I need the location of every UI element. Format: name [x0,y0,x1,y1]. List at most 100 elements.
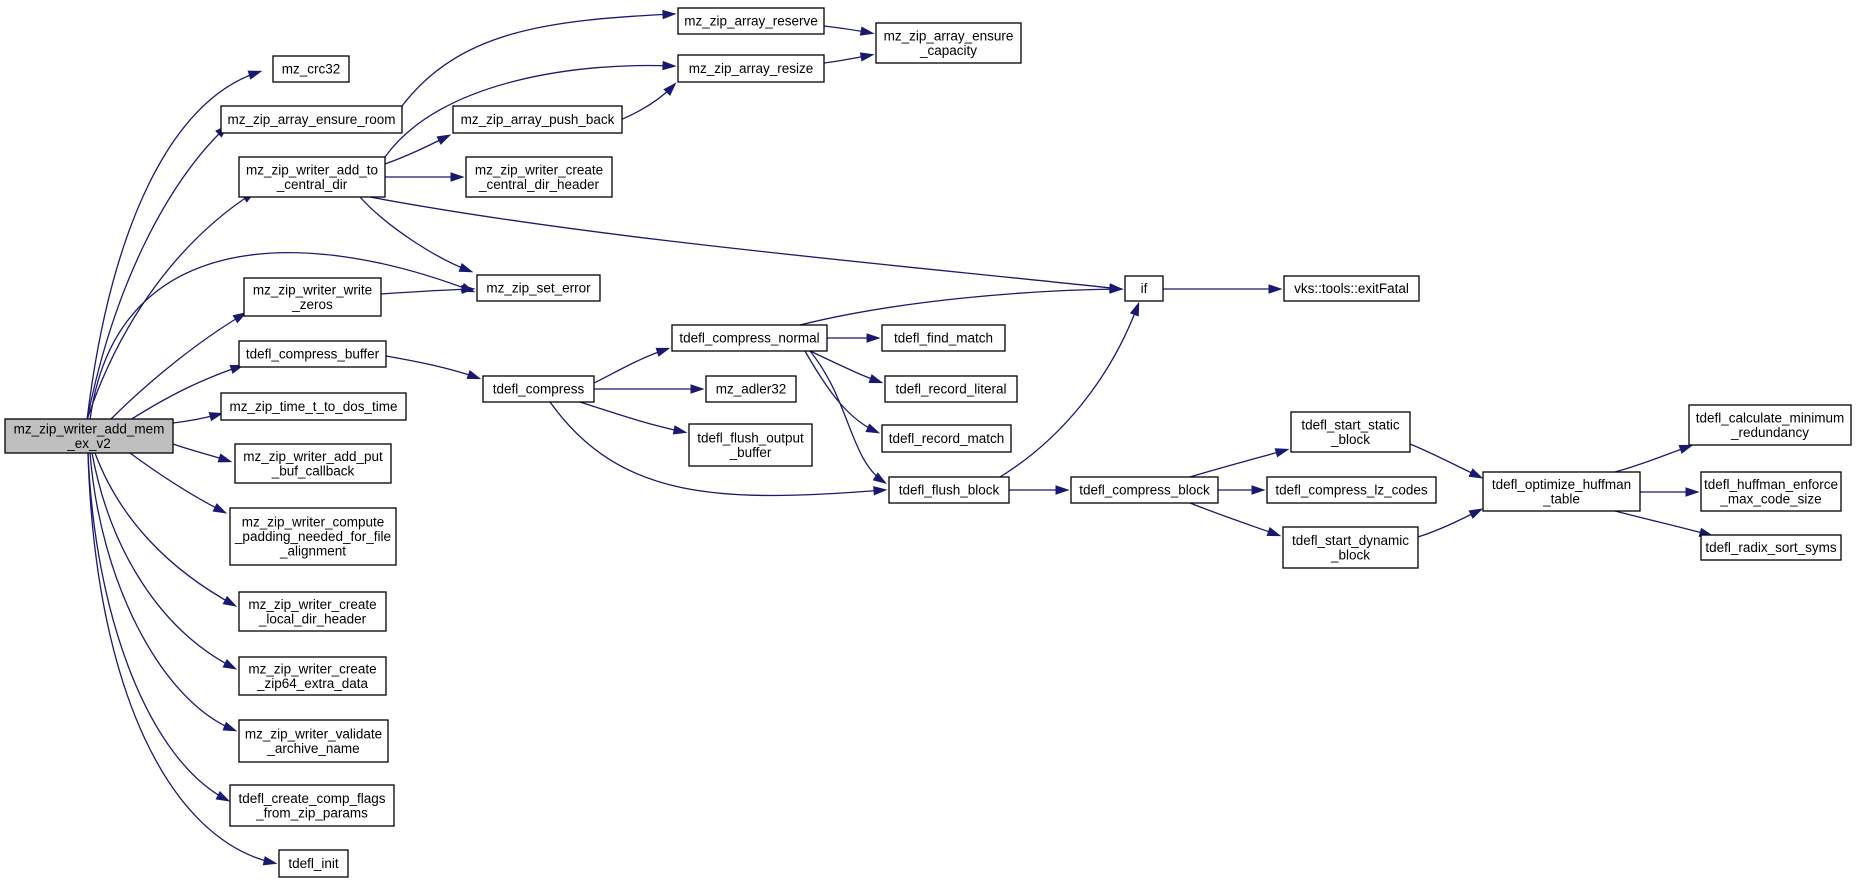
node-comp-flags[interactable]: tdefl_create_comp_flags_from_zip_params [229,784,395,827]
node-box [1266,476,1437,504]
node-ensure-capacity[interactable]: mz_zip_array_ensure_capacity [875,22,1022,64]
node-add-to-central[interactable]: mz_zip_writer_add_to_central_dir [238,156,386,198]
node-zip64[interactable]: mz_zip_writer_create_zip64_extra_data [238,656,387,696]
node-label: tdefl_radix_sort_syms [1705,540,1837,555]
node-box [220,105,403,134]
node-validate[interactable]: mz_zip_writer_validate_archive_name [238,719,389,763]
edge-tdefl_compress-to-flush_block [549,401,888,497]
node-reserve[interactable]: mz_zip_array_reserve [677,7,825,35]
node-radix[interactable]: tdefl_radix_sort_syms [1700,534,1842,561]
node-write-zeros[interactable]: mz_zip_writer_write_zeros [243,277,382,317]
node-compress-block[interactable]: tdefl_compress_block [1070,476,1219,504]
node-box [884,375,1018,403]
edge-ensure_room-to-reserve [401,9,677,107]
node-optimize[interactable]: tdefl_optimize_huffman_table [1482,471,1641,512]
node-box [671,324,828,352]
arrowhead-icon [1055,485,1070,495]
node-label: tdefl_calculate_minimum [1696,410,1845,425]
node-tdefl-init[interactable]: tdefl_init [278,849,349,878]
node-find-match[interactable]: tdefl_find_match [881,324,1006,352]
node-local-dir[interactable]: mz_zip_writer_create_local_dir_header [238,591,387,632]
node-box [465,156,613,198]
node-start-dynamic[interactable]: tdefl_start_dynamic_block [1282,526,1419,569]
node-record-literal[interactable]: tdefl_record_literal [884,375,1018,403]
arrowhead-icon [1685,487,1700,497]
edge-line [380,288,473,295]
node-flush-output[interactable]: tdefl_flush_output_buffer [688,423,813,467]
arrowhead-icon [690,384,705,394]
node-padding[interactable]: mz_zip_writer_compute_padding_needed_for… [229,507,397,566]
node-start-static[interactable]: tdefl_start_static_block [1290,411,1411,453]
edge-add_to_central-to-set_error [359,196,474,273]
arrowhead-icon [1129,301,1140,317]
node-label: mz_zip_writer_add_to [246,162,378,177]
node-label: tdefl_find_match [894,331,993,346]
node-compress-lz[interactable]: tdefl_compress_lz_codes [1266,476,1437,504]
node-enforce[interactable]: tdefl_huffman_enforce_max_code_size [1700,471,1842,512]
edge-line [549,401,885,497]
node-tdefl-compress[interactable]: tdefl_compress [482,375,595,403]
arrowhead-icon [222,659,238,670]
arrowhead-icon [466,370,482,380]
edge-line [94,452,235,606]
node-flush-block[interactable]: tdefl_flush_block [888,476,1010,504]
edge-line [86,126,227,421]
node-box [220,392,407,421]
edge-line [1614,510,1711,536]
node-crc32[interactable]: mz_crc32 [272,55,350,83]
node-label: tdefl_compress [493,382,585,397]
edge-start_static-to-optimize [1409,443,1484,479]
node-push-back[interactable]: mz_zip_array_push_back [452,105,623,134]
edge-compress_normal-to-record_literal [809,350,884,384]
edge-line [87,452,275,864]
edge-line [579,401,685,433]
node-label: _block [1330,547,1370,562]
arrowhead-icon [212,503,228,514]
edge-line [91,452,235,669]
node-time-to-dos[interactable]: mz_zip_time_t_to_dos_time [220,392,407,421]
node-calc-min[interactable]: tdefl_calculate_minimum_redundancy [1688,404,1852,446]
edge-root-to-padding [129,452,228,514]
edge-add_to_central-to-push_back [384,134,452,165]
edge-line [109,313,245,421]
node-ensure-room[interactable]: mz_zip_array_ensure_room [220,105,403,134]
edge-root-to-put_buf [172,443,233,463]
node-exitfatal[interactable]: vks::tools::exitFatal [1283,275,1420,302]
node-record-match[interactable]: tdefl_record_match [881,424,1012,453]
edge-tdefl_compress-to-flush_output [579,401,688,435]
node-label: mz_zip_writer_write [253,282,372,297]
edge-line [799,288,1121,326]
node-label: _alignment [279,544,346,559]
node-adler32[interactable]: mz_adler32 [705,375,797,403]
node-put-buf[interactable]: mz_zip_writer_add_put_buf_callback [234,443,392,484]
node-set-error[interactable]: mz_zip_set_error [476,274,601,302]
node-label: mz_zip_writer_create [248,597,376,612]
arrowhead-icon [217,453,233,463]
edge-line [385,355,479,379]
arrowhead-icon [1251,485,1266,495]
node-compress-normal[interactable]: tdefl_compress_normal [671,324,828,352]
edge-line [129,452,225,513]
node-label: _central_dir_header [478,177,600,192]
node-resize[interactable]: mz_zip_array_resize [677,54,825,83]
node-if[interactable]: if [1124,275,1164,302]
node-label: tdefl_record_literal [895,382,1006,397]
edge-add_to_central-to-resize [384,60,677,158]
node-label: mz_crc32 [282,62,341,77]
node-box [1700,471,1842,512]
edge-start_dynamic-to-optimize [1417,508,1484,538]
edge-root-to-validate [89,452,238,732]
arrowhead-icon [672,425,688,435]
node-label: tdefl_compress_buffer [246,347,380,362]
node-root[interactable]: mz_zip_writer_add_mem_ex_v2 [4,418,174,454]
node-compress-buffer[interactable]: tdefl_compress_buffer [238,340,387,368]
arrowhead-icon [859,52,875,62]
arrowhead-icon [868,374,884,384]
node-label: _max_code_size [1719,491,1821,506]
node-box [4,418,174,454]
arrowhead-icon [655,347,671,357]
node-label: vks::tools::exitFatal [1294,281,1409,296]
edge-root-to-local_dir [94,452,238,607]
node-central-header[interactable]: mz_zip_writer_create_central_dir_header [465,156,613,198]
edge-root-to-zip64 [91,452,238,670]
